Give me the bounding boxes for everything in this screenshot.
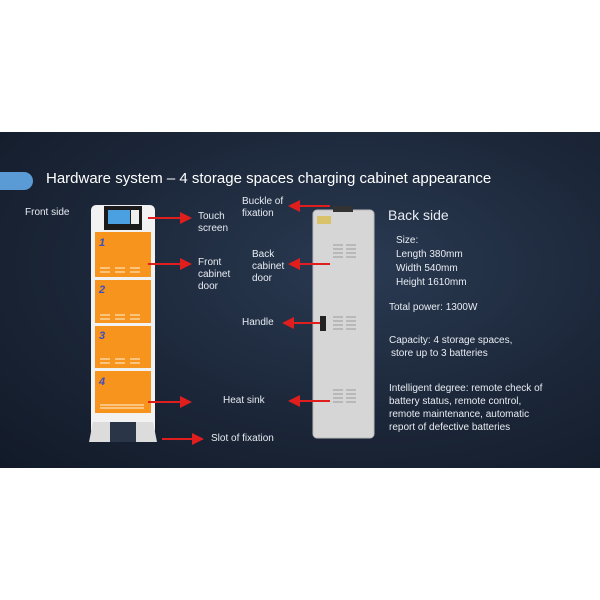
door-number: 1	[99, 237, 105, 249]
door-number: 2	[98, 284, 105, 296]
back-cabinet	[312, 206, 375, 439]
slide: Hardware system – 4 storage spaces charg…	[0, 132, 600, 468]
callout-buckle: Buckle of fixation	[242, 196, 284, 219]
handle	[320, 316, 326, 331]
spec-length: Length 380mm	[396, 249, 463, 260]
callout-touch-screen: Touch screen	[198, 211, 229, 234]
front-cabinet	[89, 205, 157, 442]
buckle	[333, 206, 353, 212]
door-1	[95, 232, 151, 277]
callout-back-door: Back cabinet door	[252, 249, 285, 284]
spec-width: Width 540mm	[396, 263, 458, 274]
door-4	[95, 371, 151, 413]
slide-title: Hardware system – 4 storage spaces charg…	[46, 170, 492, 187]
spec-intelligence: Intelligent degree: remote check of	[389, 383, 543, 394]
door-number: 4	[98, 376, 105, 388]
back-side-label: Back side	[388, 207, 449, 223]
callout-slot: Slot of fixation	[211, 433, 274, 444]
spec-size: Size:	[396, 235, 419, 246]
callout-front-door: Front cabinet door	[198, 257, 231, 292]
callout-handle: Handle	[242, 317, 274, 328]
spec-capacity: store up to 3 batteries	[391, 348, 488, 359]
spec-intelligence: report of defective batteries	[389, 422, 511, 433]
spec-height: Height 1610mm	[396, 277, 467, 288]
door-3	[95, 326, 151, 368]
spec-power: Total power: 1300W	[389, 302, 478, 313]
spec-intelligence: remote maintenance, automatic	[389, 409, 530, 420]
arrows	[148, 200, 330, 445]
spec-capacity: Capacity: 4 storage spaces,	[389, 335, 513, 346]
door-number: 3	[99, 330, 105, 342]
spec-intelligence: battery status, remote control,	[389, 396, 522, 407]
section-tab	[0, 172, 33, 190]
front-side-label: Front side	[25, 207, 70, 218]
diagram-graphics: 1 2 3 4	[89, 200, 375, 445]
callout-heat-sink: Heat sink	[223, 395, 265, 406]
door-2	[95, 280, 151, 323]
